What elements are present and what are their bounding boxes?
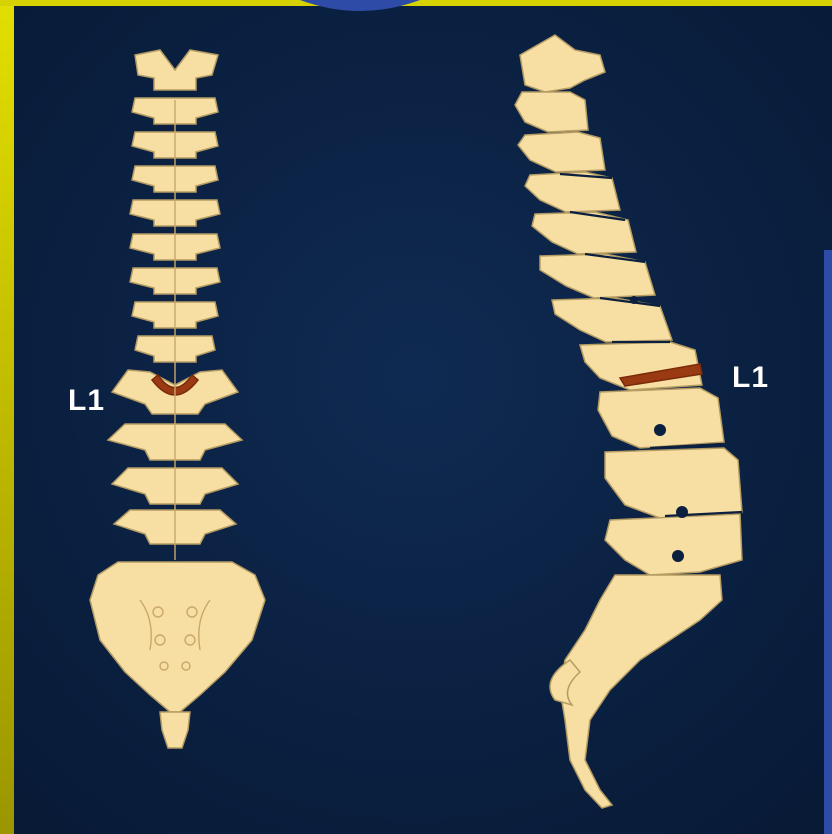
lateral-lumbar [598, 388, 742, 575]
l1-label-lateral: L1 [732, 363, 769, 393]
l1-label-posterior: L1 [68, 386, 105, 416]
frame-right-accent [824, 250, 832, 834]
frame-left-bar [0, 0, 14, 834]
